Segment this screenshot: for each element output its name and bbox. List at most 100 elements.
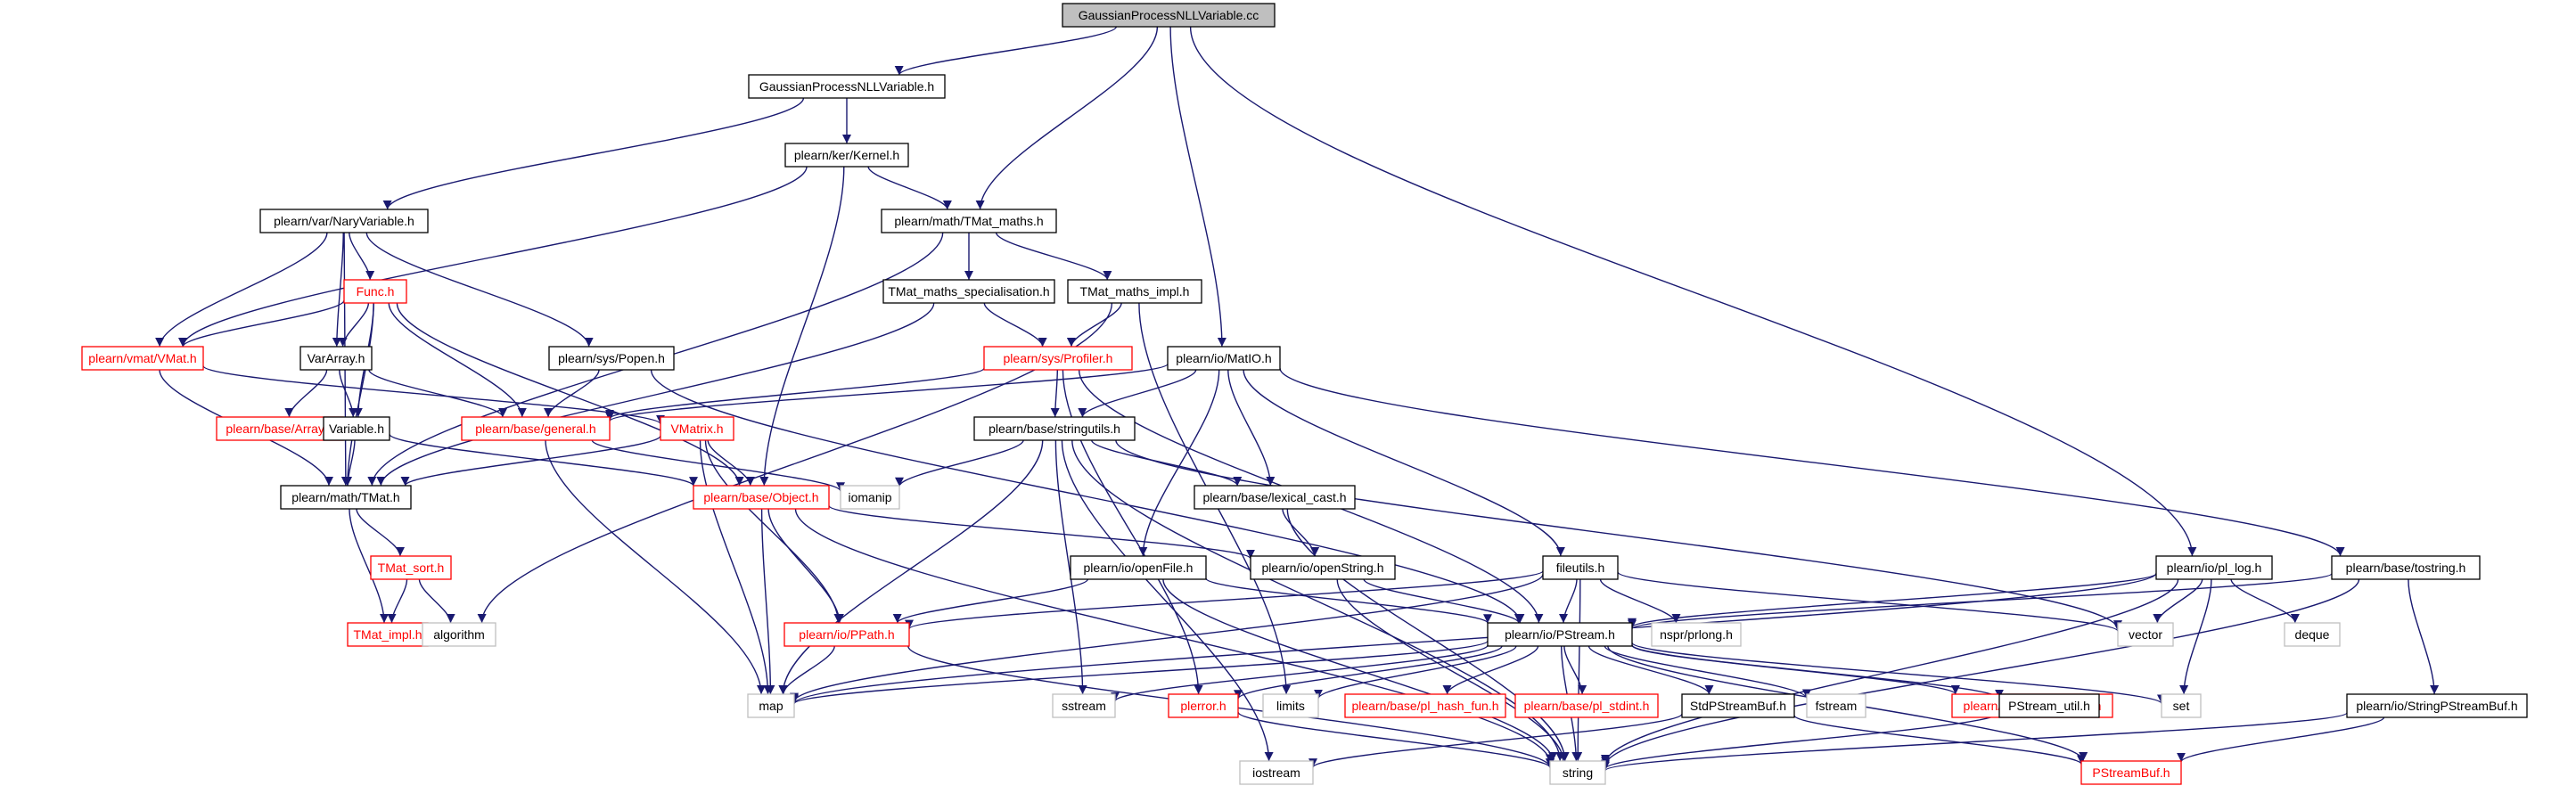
edge-root-to-gpnllh: [894, 26, 1117, 76]
node-box: [1998, 693, 2100, 718]
node-popen[interactable]: plearn/sys/Popen.h: [548, 346, 675, 371]
node-tmatsort[interactable]: TMat_sort.h: [370, 555, 452, 580]
node-stringutils[interactable]: plearn/base/stringutils.h: [973, 416, 1136, 441]
edge-plerror-to-string: [1237, 711, 1555, 769]
node-label: plearn/io/PStream.h: [1505, 627, 1615, 642]
edge-openstring-to-string: [1336, 578, 1568, 762]
node-label: plearn/ker/Kernel.h: [794, 148, 899, 162]
node-label: deque: [2295, 627, 2330, 642]
node-vararray[interactable]: VarArray.h: [299, 346, 373, 371]
edge-vmatrix-to-tmat: [400, 435, 661, 487]
node-box: [323, 416, 390, 441]
edge-tmatimplh-to-profiler: [1066, 302, 1122, 348]
node-psutil[interactable]: PStream_util.h: [1998, 693, 2100, 718]
node-tmat[interactable]: plearn/math/TMat.h: [280, 485, 412, 510]
node-label: string: [1563, 765, 1593, 780]
edge-tostring-to-string: [1601, 578, 2360, 766]
edge-pstream-to-sstream: [1111, 644, 1489, 702]
edge-stdpsb-to-pstreambuf: [1793, 715, 2086, 765]
node-funch[interactable]: Func.h: [343, 279, 407, 304]
node-label: plearn/io/openString.h: [1262, 561, 1384, 575]
node-plerror[interactable]: plerror.h: [1168, 693, 1239, 718]
node-box: [548, 346, 675, 371]
node-box: [1681, 693, 1795, 718]
node-box: [840, 485, 900, 510]
edge-kernel-to-vmat: [178, 166, 808, 348]
node-matio[interactable]: plearn/io/MatIO.h: [1167, 346, 1281, 371]
edge-root-to-pllog: [1189, 26, 2197, 557]
edge-matio-to-general: [605, 363, 1169, 422]
node-box: [280, 485, 412, 510]
node-vmat[interactable]: plearn/vmat/VMat.h: [81, 346, 204, 371]
node-openfile[interactable]: plearn/io/openFile.h: [1070, 555, 1207, 580]
node-box: [1067, 279, 1202, 304]
node-label: plearn/base/stringutils.h: [989, 422, 1120, 436]
node-box: [259, 209, 429, 233]
node-gpnllh[interactable]: GaussianProcessNLLVariable.h: [748, 74, 946, 99]
node-tmatimpl[interactable]: TMat_impl.h: [347, 622, 429, 647]
node-box: [1239, 760, 1314, 785]
node-fstream: fstream: [1806, 693, 1866, 718]
node-openstring[interactable]: plearn/io/openString.h: [1250, 555, 1396, 580]
node-label: VMatrix.h: [670, 422, 723, 436]
node-box: [81, 346, 204, 371]
node-variable[interactable]: Variable.h: [323, 416, 390, 441]
node-vector: vector: [2117, 622, 2174, 647]
node-stdpsb[interactable]: StdPStreamBuf.h: [1681, 693, 1795, 718]
node-stringpsb[interactable]: plearn/io/StringPStreamBuf.h: [2346, 693, 2528, 718]
node-box: [347, 622, 429, 647]
node-object[interactable]: plearn/base/Object.h: [693, 485, 830, 510]
edge-openfile-to-ppath: [892, 578, 1088, 624]
edge-openfile-to-string: [1162, 578, 1558, 762]
node-kernel[interactable]: plearn/ker/Kernel.h: [784, 143, 909, 168]
node-box: [2080, 760, 2182, 785]
edge-pstream-to-fstream: [1604, 645, 1811, 699]
node-naryvar[interactable]: plearn/var/NaryVariable.h: [259, 209, 429, 233]
edge-stringutils-to-vector: [1115, 439, 2122, 630]
node-string: string: [1549, 760, 1606, 785]
node-tmatimplh[interactable]: TMat_maths_impl.h: [1067, 279, 1202, 304]
node-pllog[interactable]: plearn/io/pl_log.h: [2155, 555, 2273, 580]
node-pstream[interactable]: plearn/io/PStream.h: [1487, 622, 1633, 647]
edge-pstream-to-plerror: [1234, 645, 1503, 700]
node-vmatrix[interactable]: VMatrix.h: [660, 416, 734, 441]
node-label: plearn/base/Object.h: [703, 490, 818, 504]
node-tostring[interactable]: plearn/base/tostring.h: [2331, 555, 2481, 580]
node-label: plearn/io/MatIO.h: [1176, 351, 1271, 365]
node-label: plearn/sys/Profiler.h: [1004, 351, 1113, 365]
node-box: [1542, 555, 1619, 580]
node-ppath[interactable]: plearn/io/PPath.h: [783, 622, 910, 647]
node-label: TMat_impl.h: [353, 627, 422, 642]
node-label: Func.h: [357, 284, 395, 299]
node-lexcast[interactable]: plearn/base/lexical_cast.h: [1194, 485, 1356, 510]
node-pstreambuf[interactable]: PStreamBuf.h: [2080, 760, 2182, 785]
node-hashfun[interactable]: plearn/base/pl_hash_fun.h: [1344, 693, 1506, 718]
node-root[interactable]: GaussianProcessNLLVariable.cc: [1062, 3, 1276, 28]
node-label: plearn/io/pl_log.h: [2167, 561, 2262, 575]
node-label: plearn/math/TMat.h: [291, 490, 399, 504]
node-box: [1549, 760, 1606, 785]
edge-naryvar-to-popen: [365, 232, 594, 348]
node-fileutils[interactable]: fileutils.h: [1542, 555, 1619, 580]
node-label: plearn/sys/Popen.h: [558, 351, 665, 365]
edge-vararray-to-array: [284, 369, 328, 418]
node-label: plearn/base/lexical_cast.h: [1202, 490, 1346, 504]
node-tmatmaths[interactable]: plearn/math/TMat_maths.h: [881, 209, 1057, 233]
edge-fileutils-to-pstream: [1559, 578, 1578, 624]
node-profiler[interactable]: plearn/sys/Profiler.h: [983, 346, 1133, 371]
node-iomanip: iomanip: [840, 485, 900, 510]
node-tmatspec[interactable]: TMat_maths_specialisation.h: [882, 279, 1055, 304]
node-limits: limits: [1262, 693, 1319, 718]
node-label: limits: [1276, 699, 1305, 713]
node-box: [748, 74, 946, 99]
edge-pstream-to-limits: [1314, 645, 1517, 700]
node-label: vector: [2129, 627, 2162, 642]
node-general[interactable]: plearn/base/general.h: [461, 416, 611, 441]
node-label: algorithm: [433, 627, 485, 642]
node-box: [1167, 346, 1281, 371]
node-box: [783, 622, 910, 647]
edge-funch-to-general: [388, 302, 527, 418]
node-label: plerror.h: [1180, 699, 1226, 713]
node-stdint[interactable]: plearn/base/pl_stdint.h: [1514, 693, 1659, 718]
